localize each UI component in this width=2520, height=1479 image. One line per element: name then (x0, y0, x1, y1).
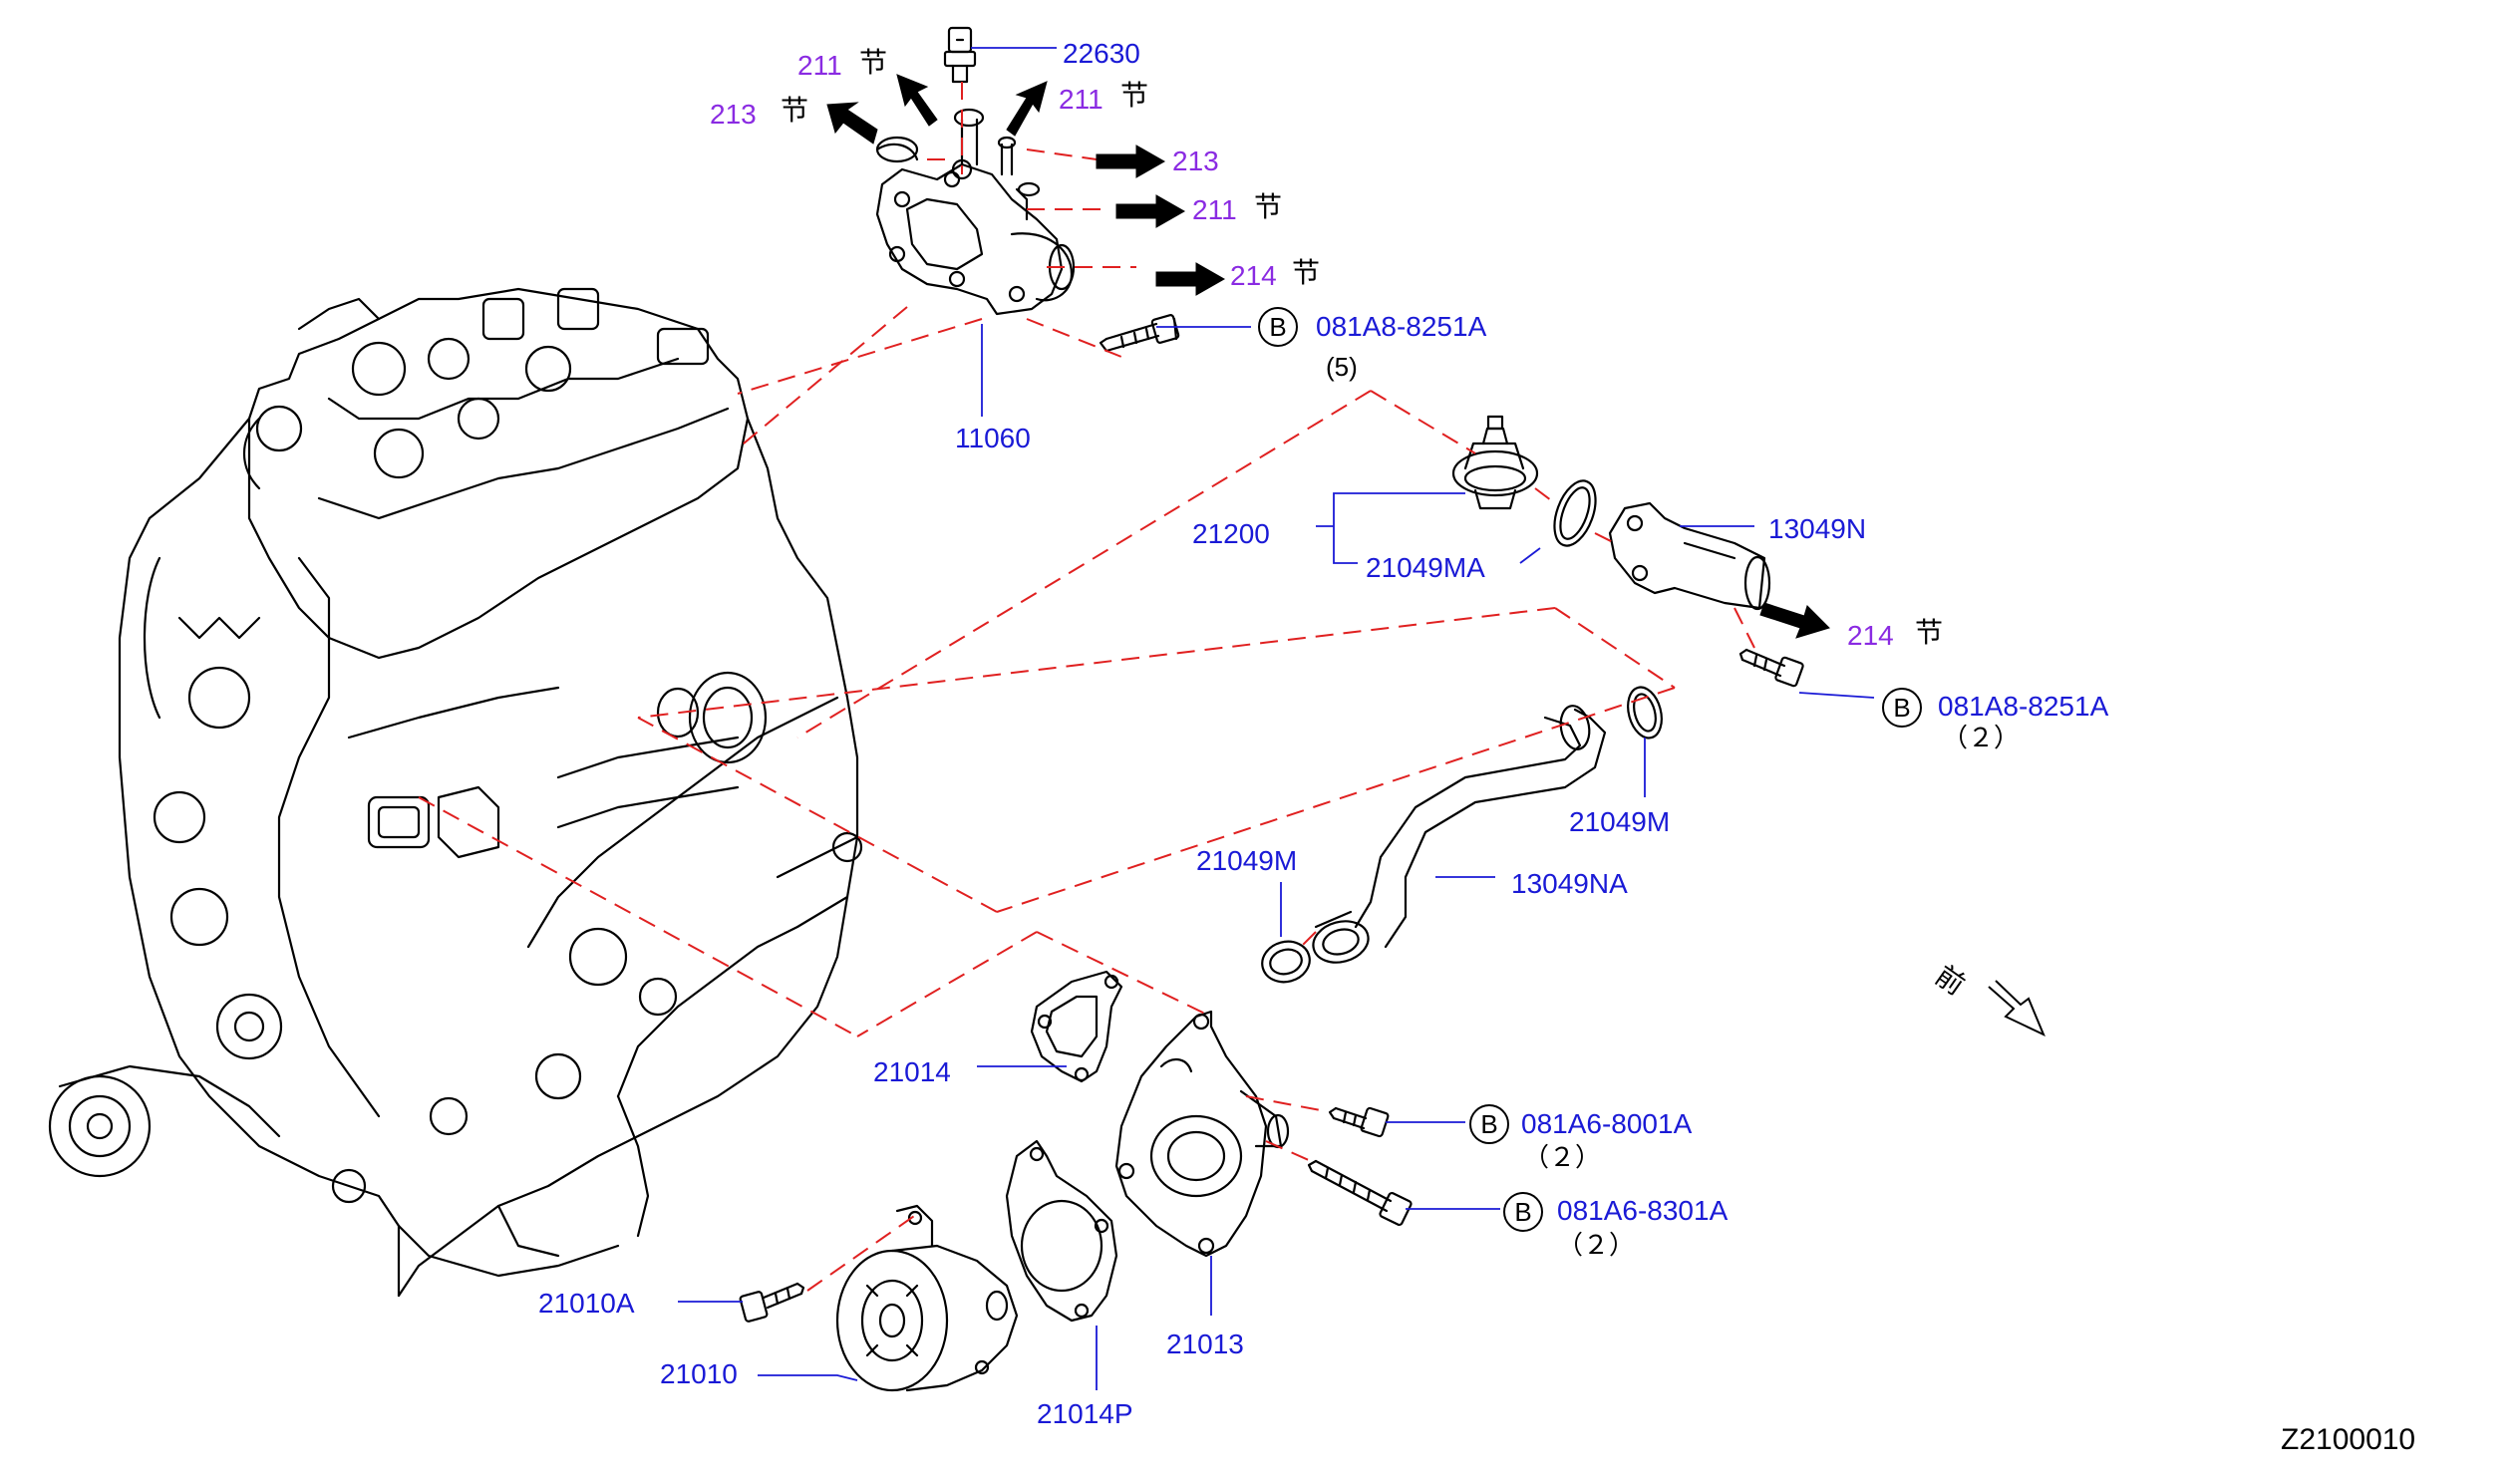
water-pump-bolt-drawing (739, 1282, 805, 1323)
part-label-pump-gasket: 21014 (873, 1056, 951, 1087)
leader-lines (678, 47, 1875, 1390)
bolt-qty-label: （２） (1557, 1230, 1636, 1260)
thermostat-drawing (1451, 415, 1539, 510)
engine-block-drawing (48, 287, 863, 1298)
pipe-gasket-lower-drawing (1261, 940, 1311, 984)
assembly-guide-lines (418, 82, 1755, 1292)
water-pipe-drawing (1312, 705, 1607, 964)
bolt-qty-label: （２） (1523, 1142, 1602, 1172)
front-direction-arrow-icon (1988, 980, 2046, 1037)
bolt-part-label: 081A6-8301A (1557, 1195, 1729, 1226)
section-mark: 节 (781, 94, 809, 127)
thermostat-gasket-drawing (1553, 479, 1597, 547)
section-ref-214-outlet: 214 (1847, 620, 1894, 651)
part-label-pump-bolt: 21010A (538, 1288, 635, 1319)
section-ref-213-right: 213 (1172, 146, 1219, 176)
pipe-gasket-upper-drawing (1627, 686, 1663, 740)
temperature-sensor-drawing (943, 26, 977, 84)
part-label-pump-housing: 21013 (1166, 1329, 1244, 1359)
section-ref-211-top: 211 (797, 50, 842, 81)
section-ref-211-upper-right: 211 (1059, 84, 1103, 115)
section-mark: 节 (859, 46, 888, 79)
figure-id: Z2100010 (2281, 1423, 2416, 1456)
bolt-symbol-icon: B (1469, 1104, 1509, 1144)
part-label-pipe-gasket-upper: 21049M (1569, 806, 1671, 837)
pump-housing-drawing (1114, 1010, 1290, 1258)
bolt-qty-label: （２） (1942, 723, 2021, 752)
pump-housing-bolt-long-drawing (1307, 1159, 1413, 1227)
section-mark: 节 (1254, 190, 1283, 223)
pump-housing-bolt-short-drawing (1328, 1106, 1390, 1138)
section-ref-214-right: 214 (1230, 260, 1277, 291)
section-mark: 节 (1292, 256, 1321, 289)
bolt-part-label: 081A6-8001A (1521, 1108, 1693, 1139)
section-mark: 节 (1915, 616, 1944, 649)
housing-bolt-drawing (1099, 314, 1180, 353)
section-ref-213-left: 213 (710, 99, 757, 130)
part-label-thermostat-housing: 11060 (955, 423, 1031, 453)
bolt-part-label: 081A8-8251A (1938, 691, 2109, 722)
water-outlet-drawing (1608, 501, 1771, 611)
part-label-water-pipe: 13049NA (1511, 868, 1628, 899)
part-label-sensor: 22630 (1063, 38, 1140, 69)
part-label-pump-housing-gasket: 21014P (1037, 1398, 1133, 1429)
part-label-water-outlet: 13049N (1768, 513, 1867, 544)
pump-gasket-drawing (1030, 970, 1123, 1083)
outlet-bolt-drawing (1738, 648, 1804, 688)
bolt-qty-label: (5) (1326, 352, 1358, 382)
part-label-thermostat: 21200 (1192, 518, 1270, 549)
part-label-water-pump: 21010 (660, 1358, 738, 1389)
section-reference-arrows (826, 74, 1830, 639)
section-mark: 节 (1120, 79, 1149, 112)
bolt-symbol-icon: B (1258, 307, 1298, 347)
part-label-thermostat-gasket: 21049MA (1366, 552, 1485, 583)
pump-housing-gasket-drawing (1005, 1139, 1118, 1323)
bolt-symbol-icon: B (1503, 1192, 1543, 1232)
water-pump-drawing (835, 1204, 1019, 1392)
part-label-pipe-gasket-lower: 21049M (1196, 845, 1298, 876)
front-label: 前 (1929, 959, 1972, 1003)
bolt-symbol-icon: B (1882, 688, 1922, 728)
bolt-part-label: 081A8-8251A (1316, 311, 1487, 342)
section-ref-211-right: 211 (1192, 194, 1237, 225)
